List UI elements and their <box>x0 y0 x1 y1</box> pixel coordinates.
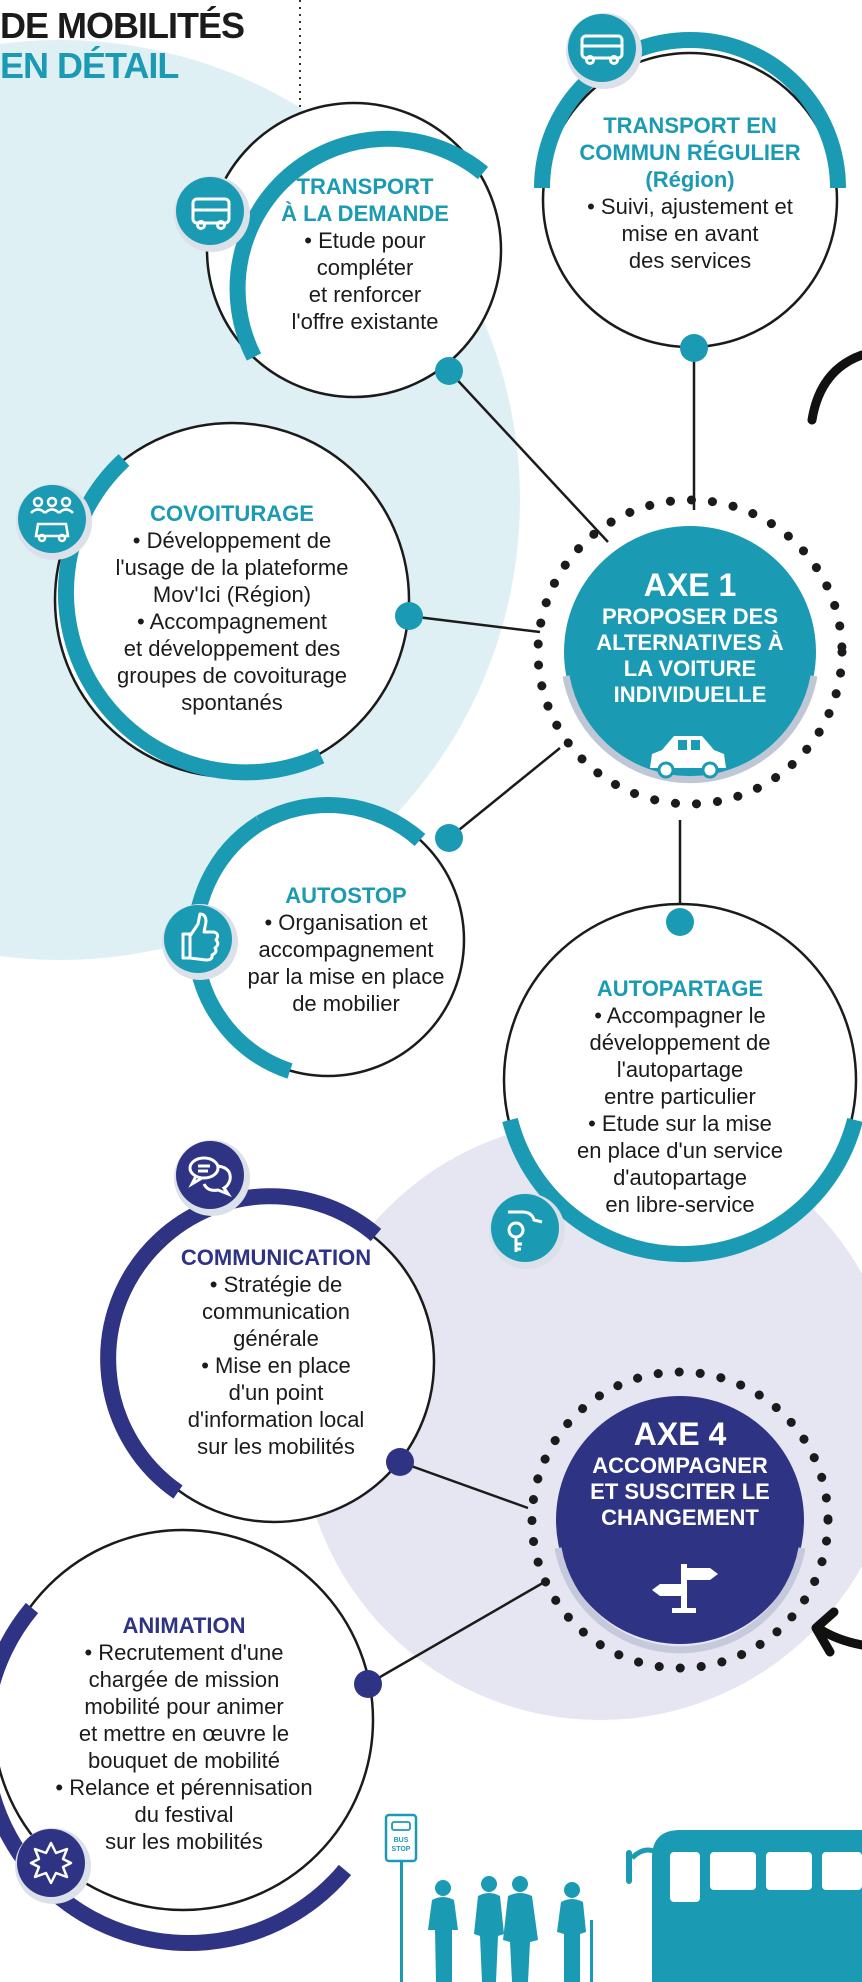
axe1-text-line: PROPOSER DES <box>601 604 779 629</box>
animation-body-line: chargée de mission <box>88 1667 280 1692</box>
animation-body-line: du festival <box>134 1802 234 1827</box>
communication-body-line: • Mise en place <box>201 1353 351 1378</box>
tcr-body-line: des services <box>628 248 752 273</box>
bus-stop-label-stop: STOP <box>392 1846 411 1853</box>
animation-body-line: • Relance et pérennisation <box>55 1775 313 1800</box>
tcr-body-line: mise en avant <box>621 221 759 246</box>
people-silhouettes <box>428 1876 593 1982</box>
tcr-text: TRANSPORT EN COMMUN RÉGULIER (Région) • … <box>560 112 820 274</box>
axe4-number: AXE 4 <box>633 1416 727 1452</box>
page-header: DE MOBILITÉS EN DÉTAIL <box>0 5 245 86</box>
tad-body-line: l'offre existante <box>291 309 439 334</box>
communication-body-line: d'un point <box>228 1380 324 1405</box>
autopartage-title: AUTOPARTAGE <box>596 976 764 1001</box>
autopartage-body-line: entre particulier <box>604 1084 756 1109</box>
axe1-text-line: ALTERNATIVES À <box>596 630 784 655</box>
communication-text: COMMUNICATION • Stratégie de communicati… <box>166 1244 386 1460</box>
autopartage-body-line: • Accompagner le <box>594 1003 766 1028</box>
tcr-title: COMMUN RÉGULIER <box>579 140 801 165</box>
animation-body-line: • Recrutement d'une <box>84 1640 284 1665</box>
autostop-body-line: par la mise en place <box>247 964 445 989</box>
communication-title: COMMUNICATION <box>180 1245 372 1270</box>
covoiturage-body-line: spontanés <box>181 690 283 715</box>
communication-body-line: • Stratégie de <box>209 1272 343 1297</box>
axe4-text-line: ET SUSCITER LE <box>590 1479 770 1504</box>
starburst-icon <box>29 1841 73 1885</box>
animation-text: ANIMATION • Recrutement d'une chargée de… <box>34 1612 334 1855</box>
tcr-title: TRANSPORT EN <box>603 113 777 138</box>
axe4-text-line: ACCOMPAGNER <box>592 1453 768 1478</box>
autostop-node <box>162 797 466 1079</box>
communication-node <box>100 1140 436 1524</box>
autostop-body-line: • Organisation et <box>264 910 428 935</box>
autopartage-body-line: d'autopartage <box>613 1165 747 1190</box>
covoiturage-node <box>16 421 423 781</box>
tad-title: TRANSPORT <box>296 174 434 199</box>
speech-bubbles-icon <box>188 1156 232 1198</box>
autostop-text: AUTOSTOP • Organisation et accompagnemen… <box>236 882 456 1017</box>
tad-node <box>174 101 503 399</box>
animation-body-line: mobilité pour animer <box>84 1694 284 1719</box>
header-line2: EN DÉTAIL <box>0 45 179 86</box>
tcr-body-line: • Suivi, ajustement et <box>587 194 793 219</box>
tad-body-line: compléter <box>316 255 414 280</box>
tad-body-line: • Etude pour <box>304 228 426 253</box>
communication-body-line: communication <box>202 1299 350 1324</box>
autopartage-node <box>489 902 862 1269</box>
tad-body-line: et renforcer <box>308 282 422 307</box>
autopartage-text: AUTOPARTAGE • Accompagner le développeme… <box>550 975 810 1218</box>
covoiturage-text: COVOITURAGE • Développement de l'usage d… <box>82 500 382 716</box>
covoiturage-body-line: l'usage de la plateforme <box>115 555 349 580</box>
key-hand-icon <box>507 1210 543 1252</box>
axe4-node <box>527 1367 833 1673</box>
autostop-body-line: accompagnement <box>258 937 434 962</box>
covoiturage-body-line: • Développement de <box>132 528 332 553</box>
covoiturage-body-line: groupes de covoiturage <box>117 663 347 688</box>
autopartage-body-line: en place d'un service <box>577 1138 783 1163</box>
covoiturage-title: COVOITURAGE <box>150 501 314 526</box>
axe1-text-line: INDIVIDUELLE <box>613 682 767 707</box>
thumbs-up-icon <box>181 912 220 962</box>
autostop-title: AUTOSTOP <box>285 883 407 908</box>
autopartage-body-line: développement de <box>589 1030 771 1055</box>
bus-icon <box>191 197 231 230</box>
axe1-label: AXE 1 PROPOSER DES ALTERNATIVES À LA VOI… <box>574 566 806 708</box>
carpool-icon <box>30 496 74 543</box>
arrow-stroke-top <box>807 350 862 425</box>
animation-body-line: et mettre en œuvre le <box>78 1721 290 1746</box>
animation-body-line: bouquet de mobilité <box>87 1748 281 1773</box>
animation-title: ANIMATION <box>122 1613 246 1638</box>
axe1-node <box>533 495 847 809</box>
tad-title: À LA DEMANDE <box>281 201 449 226</box>
arrow-icon <box>811 1607 862 1657</box>
covoiturage-body-line: Mov'Ici (Région) <box>152 582 312 607</box>
autopartage-body-line: • Etude sur la mise <box>588 1111 772 1136</box>
communication-body-line: générale <box>233 1326 319 1351</box>
axe4-label: AXE 4 ACCOMPAGNER ET SUSCITER LE CHANGEM… <box>566 1415 794 1531</box>
bus-stop-sign: BUS STOP <box>384 1813 418 1982</box>
axe1-text-line: LA VOITURE <box>623 656 757 681</box>
tcr-title: (Région) <box>645 167 735 192</box>
communication-body-line: sur les mobilités <box>197 1434 355 1459</box>
connectors <box>367 348 696 1686</box>
tcr-node <box>534 13 846 362</box>
communication-body-line: d'information local <box>187 1407 365 1432</box>
tad-text: TRANSPORT À LA DEMANDE • Etude pour comp… <box>270 173 460 335</box>
car-icon <box>650 736 726 779</box>
autostop-body-line: de mobilier <box>292 991 400 1016</box>
autopartage-body-line: l'autopartage <box>616 1057 744 1082</box>
axe4-text-line: CHANGEMENT <box>601 1505 759 1530</box>
covoiturage-body-line: • Accompagnement <box>137 609 327 634</box>
animation-node <box>0 1528 382 1952</box>
bus-stop-label-bus: BUS <box>394 1837 409 1844</box>
covoiturage-body-line: et développement des <box>123 636 341 661</box>
axe1-number: AXE 1 <box>643 567 737 603</box>
bus-icon <box>580 34 624 65</box>
animation-body-line: sur les mobilités <box>105 1829 263 1854</box>
signpost-icon <box>652 1564 718 1613</box>
autopartage-body-line: en libre-service <box>605 1192 755 1217</box>
bus-illustration <box>626 1830 862 1982</box>
header-line1: DE MOBILITÉS <box>0 5 245 46</box>
